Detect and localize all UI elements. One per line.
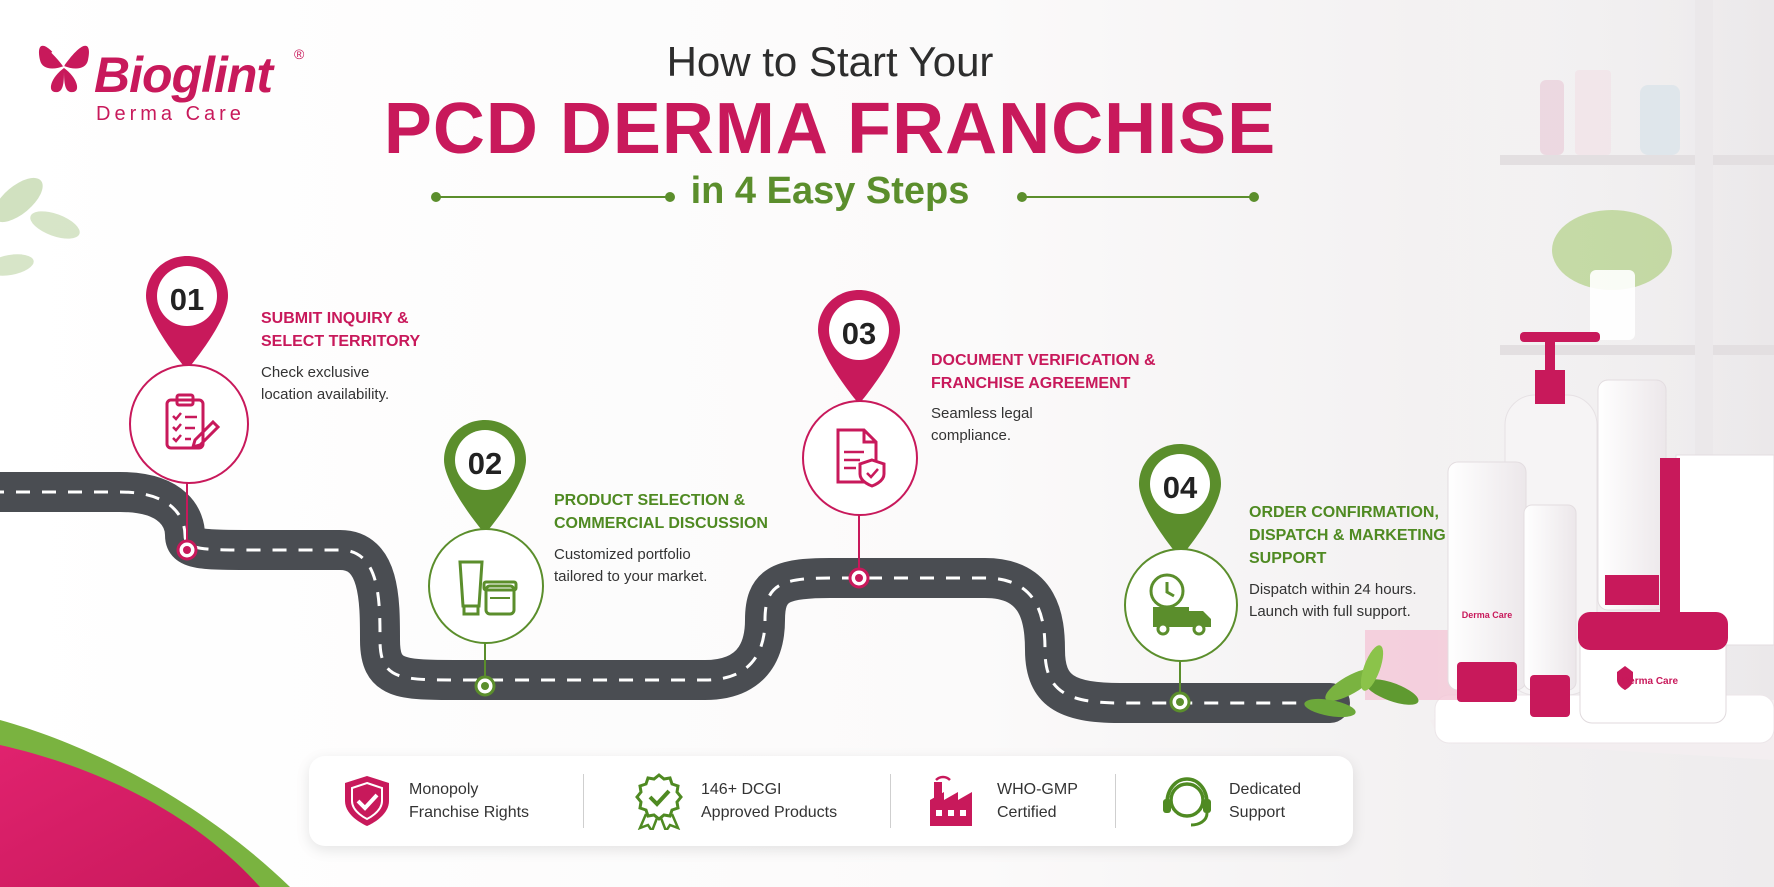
step-02-desc-line2: tailored to your market. xyxy=(554,568,708,585)
step-02-desc-line1: Customized portfolio xyxy=(554,546,691,563)
step-01-number: 01 xyxy=(169,282,205,317)
leaf-blur xyxy=(0,254,34,276)
feature-divider xyxy=(583,774,584,828)
feature-support-line1: Dedicated xyxy=(1229,781,1302,798)
product-jar-label: Derma Care xyxy=(1621,676,1679,687)
step-04-description: Dispatch within 24 hours. Launch with fu… xyxy=(1249,579,1459,623)
features-bar: Monopoly Franchise Rights 146+ DCGI Appr… xyxy=(309,756,1353,846)
feature-divider xyxy=(1115,774,1116,828)
shelf-box xyxy=(1575,70,1611,155)
step-02-pin-icon xyxy=(444,420,526,534)
step-01-title-line1: SUBMIT INQUIRY & xyxy=(261,310,409,327)
step-02-title-line2: COMMERCIAL DISCUSSION xyxy=(554,515,768,532)
step-03-desc-line2: compliance. xyxy=(931,427,1012,444)
clipboard-pen-icon xyxy=(165,393,221,450)
shelf-plant xyxy=(1552,210,1672,290)
step-04-title-line1: ORDER CONFIRMATION, xyxy=(1249,504,1439,521)
feature-divider xyxy=(890,774,891,828)
step-01-desc-line1: Check exclusive xyxy=(261,364,370,381)
feature-monopoly-label: Monopoly Franchise Rights xyxy=(409,778,559,824)
step-02-title: PRODUCT SELECTION & COMMERCIAL DISCUSSIO… xyxy=(554,489,784,535)
feature-who-gmp: WHO-GMP Certified xyxy=(927,756,1147,846)
shelf-bottle xyxy=(1540,80,1564,155)
step-04-icon-circle xyxy=(1124,548,1238,662)
step-01-desc-line2: location availability. xyxy=(261,386,390,403)
shelf-board xyxy=(1500,345,1774,355)
step-03-description: Seamless legal compliance. xyxy=(931,403,1141,447)
feature-who-gmp-label: WHO-GMP Certified xyxy=(997,778,1147,824)
title-dividers xyxy=(431,192,1259,202)
product-tube-label: Derma Care xyxy=(1461,610,1513,620)
step-02-number: 02 xyxy=(467,446,503,481)
feature-support-line2: Support xyxy=(1229,804,1286,821)
step-03-number: 03 xyxy=(841,316,877,351)
feature-monopoly-line1: Monopoly xyxy=(409,781,479,798)
step-04-desc-line1: Dispatch within 24 hours. xyxy=(1249,581,1417,598)
step-01-title: SUBMIT INQUIRY & SELECT TERRITORY xyxy=(261,307,491,353)
feature-who-gmp-line1: WHO-GMP xyxy=(997,781,1078,798)
step-04-pin-icon xyxy=(1139,444,1221,558)
headset-icon xyxy=(1159,773,1215,829)
step-03-title-line2: FRANCHISE AGREEMENT xyxy=(931,375,1131,392)
step-04-title-line2: DISPATCH & MARKETING xyxy=(1249,527,1446,544)
shelf-board xyxy=(1500,155,1774,165)
step-01-pin-icon xyxy=(146,256,228,370)
cream-tube-jar-icon xyxy=(458,560,518,616)
feature-dcgi-label: 146+ DCGI Approved Products xyxy=(701,778,851,824)
feature-support-label: Dedicated Support xyxy=(1229,778,1379,824)
swoosh-pink xyxy=(0,745,260,887)
shelf-bottle xyxy=(1640,85,1680,155)
product-display xyxy=(1304,332,1774,760)
step-03-icon-circle xyxy=(802,400,918,516)
feature-dcgi-line1: 146+ DCGI xyxy=(701,781,782,798)
document-shield-icon xyxy=(836,428,886,488)
step-03-title-line1: DOCUMENT VERIFICATION & xyxy=(931,352,1156,369)
headline-intro: How to Start Your xyxy=(666,38,994,85)
step-01-title-line2: SELECT TERRITORY xyxy=(261,333,421,350)
step-03-title: DOCUMENT VERIFICATION & FRANCHISE AGREEM… xyxy=(931,349,1191,395)
step-03-pin-icon xyxy=(818,290,900,404)
award-badge-icon xyxy=(631,773,687,830)
factory-icon xyxy=(927,773,983,829)
step-01-icon-circle xyxy=(129,364,249,484)
headline-main: PCD DERMA FRANCHISE xyxy=(383,89,1277,169)
brand-tagline: Derma Care xyxy=(96,103,245,125)
step-04-title-line3: SUPPORT xyxy=(1249,550,1327,567)
leaf-blur xyxy=(0,177,43,223)
feature-dcgi: 146+ DCGI Approved Products xyxy=(631,756,851,846)
shield-check-icon xyxy=(339,773,395,829)
shelf-pot xyxy=(1590,270,1635,340)
step-04-desc-line2: Launch with full support. xyxy=(1249,603,1411,620)
leaf-blur xyxy=(30,211,80,239)
feature-monopoly: Monopoly Franchise Rights xyxy=(339,756,559,846)
step-02-title-line1: PRODUCT SELECTION & xyxy=(554,492,746,509)
feature-monopoly-line2: Franchise Rights xyxy=(409,804,530,821)
step-04-title: ORDER CONFIRMATION, DISPATCH & MARKETING… xyxy=(1249,501,1479,570)
step-04-number: 04 xyxy=(1162,470,1198,505)
feature-support: Dedicated Support xyxy=(1159,756,1379,846)
delivery-truck-clock-icon xyxy=(1149,573,1211,636)
step-02-description: Customized portfolio tailored to your ma… xyxy=(554,544,764,588)
step-03-desc-line1: Seamless legal xyxy=(931,405,1033,422)
butterfly-logo-icon xyxy=(39,45,89,93)
step-connectors xyxy=(176,472,1191,713)
feature-who-gmp-line2: Certified xyxy=(997,804,1057,821)
feature-dcgi-line2: Approved Products xyxy=(701,804,838,821)
step-02-icon-circle xyxy=(428,528,544,644)
step-01-description: Check exclusive location availability. xyxy=(261,362,471,406)
brand-name: Bioglint xyxy=(94,47,273,103)
headline-steps: in 4 Easy Steps xyxy=(690,170,970,212)
registered-mark: ® xyxy=(294,46,305,62)
